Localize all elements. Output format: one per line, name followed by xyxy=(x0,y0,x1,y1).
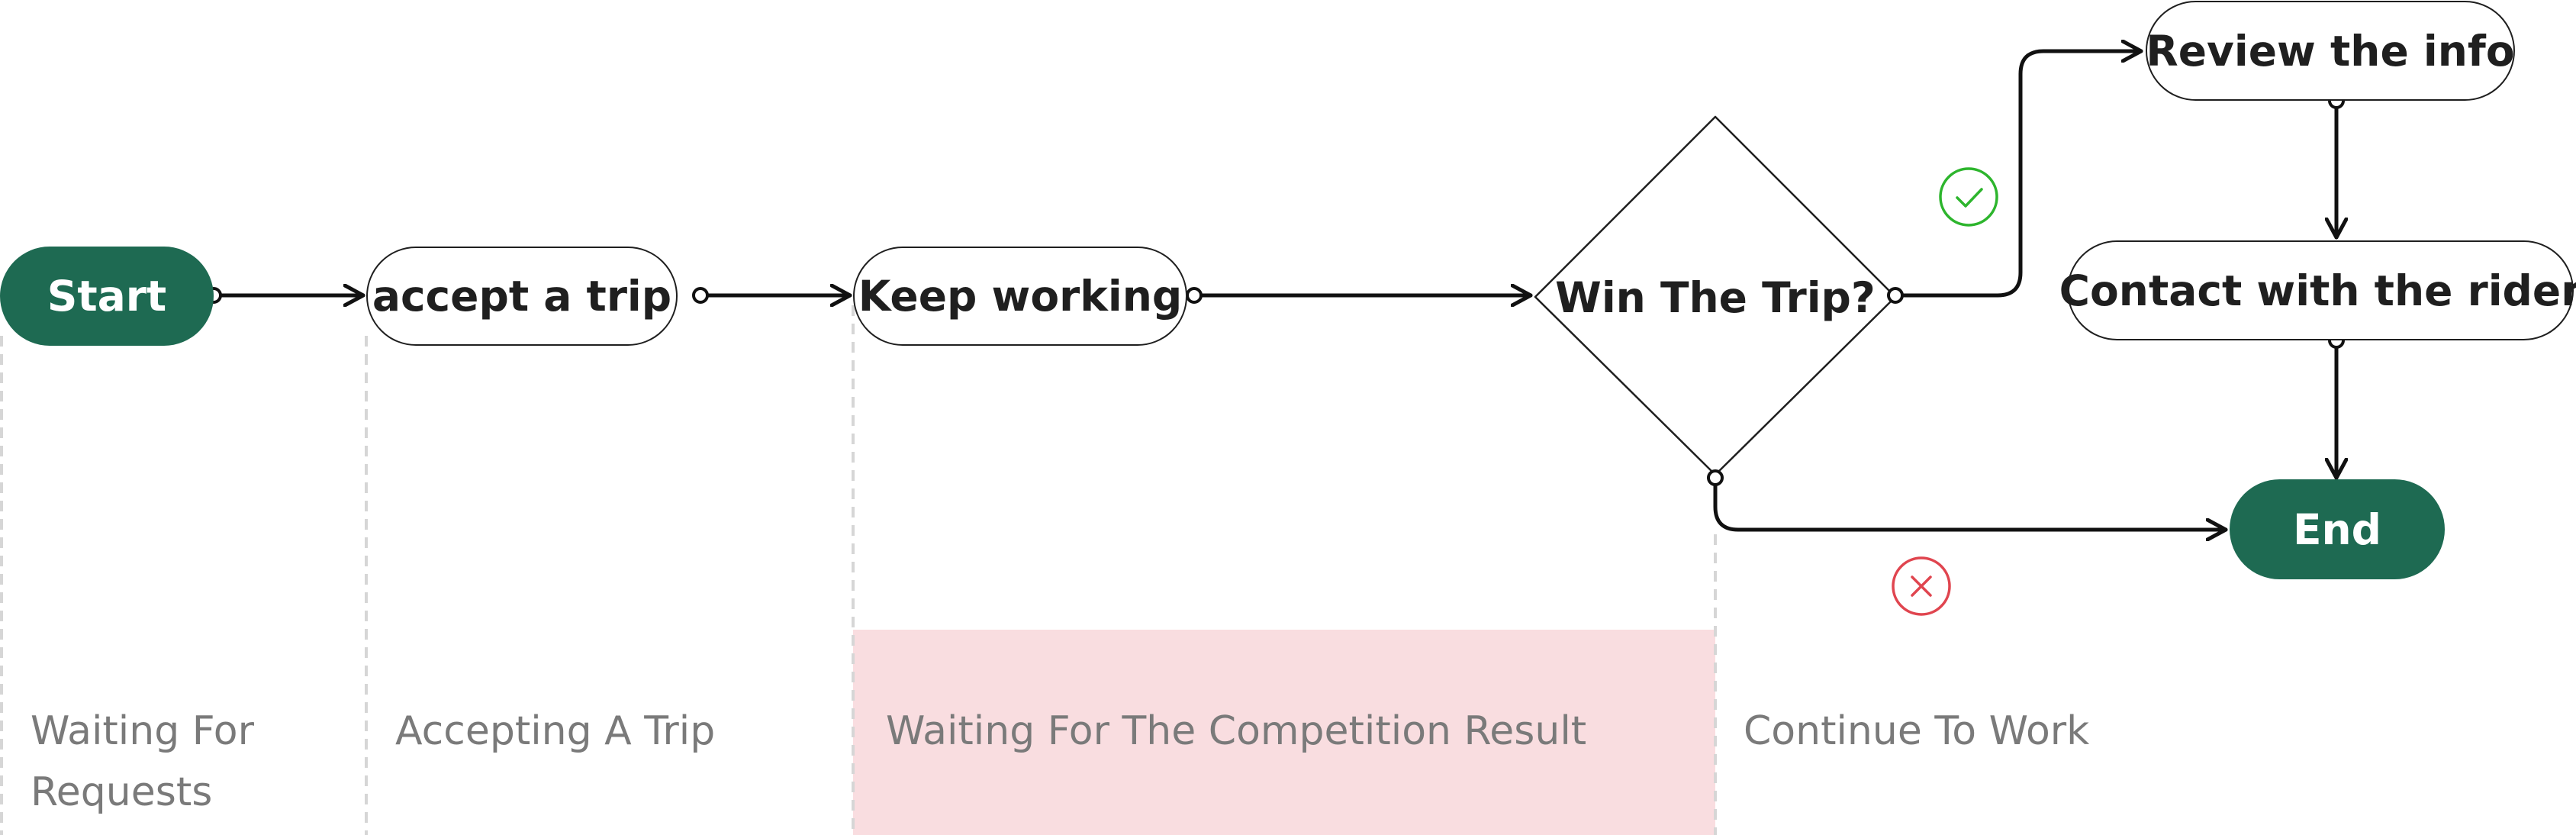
lane-label-waiting-result: Waiting For The Competition Result xyxy=(886,708,1587,754)
contact-rider-node: Contact with the rider xyxy=(2059,240,2576,340)
lane-dividers xyxy=(0,305,1717,835)
review-info-node: Review the info xyxy=(2146,1,2515,101)
contact-rider-label: Contact with the rider xyxy=(2059,266,2576,315)
edge-decision-review xyxy=(1893,51,2143,298)
check-circle-icon xyxy=(1939,167,1998,227)
dot-decision-right xyxy=(1887,287,1904,304)
decision-node: Win The Trip? xyxy=(1535,247,1895,349)
dot-keep-out xyxy=(1186,287,1203,304)
x-circle-icon xyxy=(1892,556,1951,616)
end-node: End xyxy=(2230,479,2445,579)
lane-highlight xyxy=(853,630,1715,835)
start-label: Start xyxy=(47,272,167,321)
lane-label-waiting-requests: Waiting For Requests xyxy=(31,708,254,815)
lane-label-accepting: Accepting A Trip xyxy=(395,708,716,754)
keep-working-node: Keep working xyxy=(853,247,1187,346)
accept-trip-label: accept a trip xyxy=(372,272,672,321)
decision-label: Win The Trip? xyxy=(1555,273,1876,322)
review-info-label: Review the info xyxy=(2146,26,2515,76)
end-label: End xyxy=(2292,505,2382,554)
edge-decision-end xyxy=(1713,476,2228,530)
connector-dots xyxy=(205,92,2345,486)
lane-label-continue: Continue To Work xyxy=(1744,708,2090,754)
dot-accept-out xyxy=(692,287,709,304)
dot-decision-bottom xyxy=(1707,469,1724,486)
keep-working-label: Keep working xyxy=(858,272,1183,321)
start-node: Start xyxy=(0,247,214,346)
accept-trip-node: accept a trip xyxy=(366,247,678,346)
